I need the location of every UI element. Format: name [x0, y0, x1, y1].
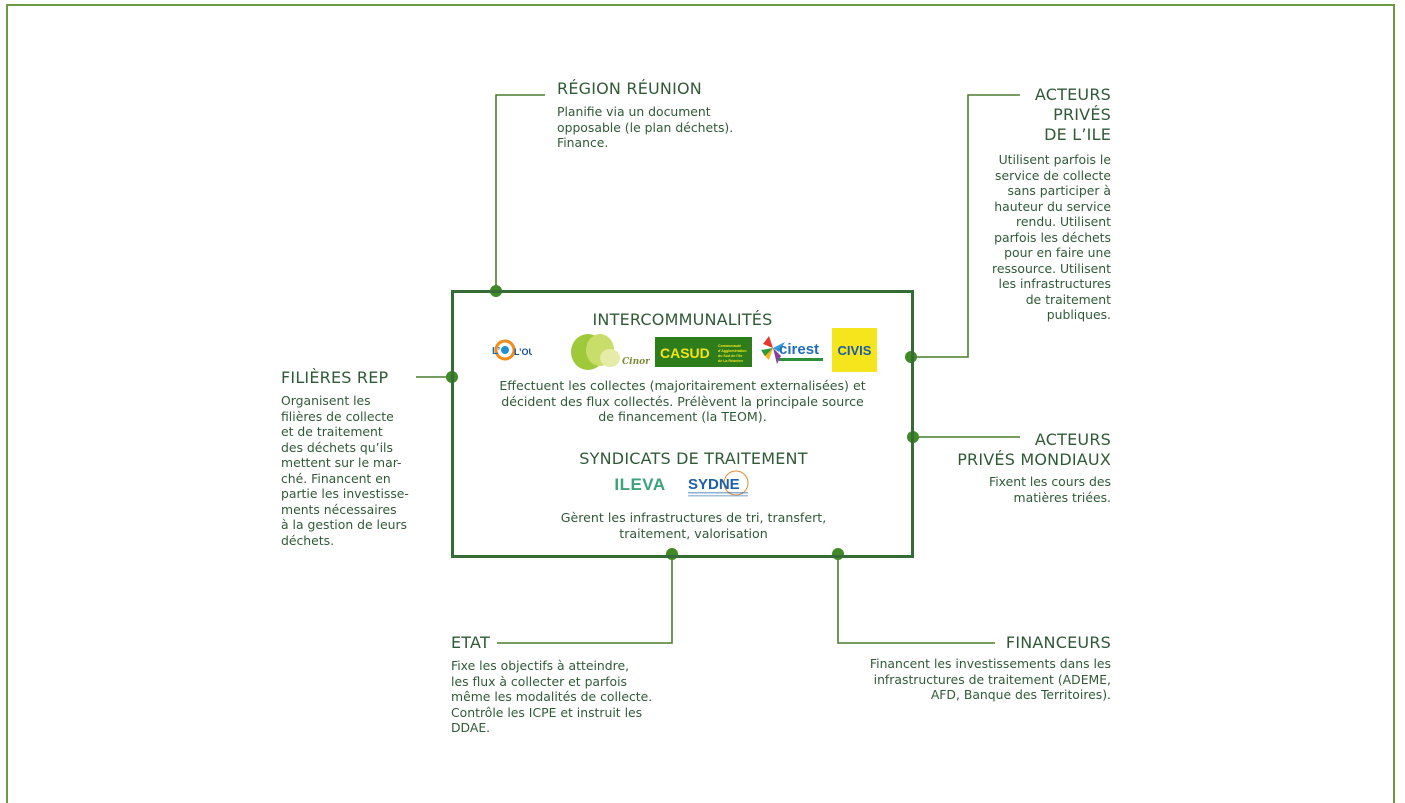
intercommunalites-line: Effectuent les collectes (majoritairemen…: [499, 378, 866, 393]
intercommunalites-title: INTERCOMMUNALITÉS: [592, 310, 773, 329]
financeurs-line: infrastructures de traitement (ADEME,: [873, 671, 1111, 687]
logo-cirest: cirest: [757, 330, 825, 372]
filieres-line: ments nécessaires: [281, 501, 397, 517]
acteurs-ile-line: parfois les déchets: [994, 229, 1111, 245]
acteurs-ile-line: service de collecte: [995, 167, 1111, 183]
etat-line: les flux à collecter et parfois: [451, 673, 627, 689]
connector-region: [495, 94, 545, 290]
logo-ouest: L’ L’OUEST: [492, 335, 532, 365]
etat-line: Fixe les objectifs à atteindre,: [451, 658, 630, 673]
financeurs-title: FINANCEURS: [1005, 633, 1111, 652]
syndicats-line: Gèrent les infrastructures de tri, trans…: [560, 510, 827, 525]
connector-financeurs: [837, 554, 995, 644]
filieres-line: déchets.: [281, 532, 335, 548]
connector-acteurs-ile: [911, 94, 1020, 358]
acteurs-ile-line: de traitement: [1025, 291, 1111, 307]
acteurs-ile-description: Utilisent parfois le service de collecte…: [940, 152, 1111, 323]
etat-line: Contrôle les ICPE et instruit les: [451, 704, 643, 720]
svg-text:de La Réunion: de La Réunion: [718, 359, 743, 363]
connector-etat: [497, 554, 673, 644]
diagram-frame: [6, 4, 1395, 803]
acteurs-ile-line: rendu. Utilisent: [1016, 214, 1111, 229]
logo-ouest-text: L’OUEST: [514, 347, 532, 357]
acteurs-ile-line: hauteur du service: [994, 198, 1111, 214]
region-line: Finance.: [557, 135, 609, 150]
region-description: Planifie via un document opposable (le p…: [557, 104, 733, 151]
acteurs-ile-line: publiques.: [1046, 307, 1111, 322]
logo-cinor: Cinor: [570, 330, 650, 372]
acteurs-ile-line: les infrastructures: [998, 276, 1112, 291]
filieres-line: à la gestion de leurs: [281, 517, 408, 532]
syndicats-description: Gèrent les infrastructures de tri, trans…: [451, 510, 936, 541]
filieres-line: et de traitement: [281, 424, 383, 439]
logo-cinor-text: Cinor: [622, 357, 650, 367]
acteurs-mondiaux-description: Fixent les cours des matières triées.: [900, 474, 1111, 505]
acteurs-ile-line: ressource. Utilisent: [992, 260, 1111, 276]
acteurs-mondiaux-line: matières triées.: [1013, 489, 1111, 505]
svg-text:d’Agglomération: d’Agglomération: [718, 349, 747, 353]
filieres-line: filières de collecte: [281, 408, 394, 424]
acteurs-mondiaux-title-line: PRIVÉS MONDIAUX: [957, 450, 1111, 469]
acteurs-ile-title-line: PRIVÉS: [1053, 105, 1111, 124]
filieres-title: FILIÈRES REP: [281, 368, 389, 387]
intercommunalites-line: de financement (la TEOM).: [598, 409, 767, 425]
logo-casud: CASUD Communauté d’Agglomération du Sud …: [655, 337, 752, 367]
filieres-description: Organisent les filières de collecte et d…: [281, 393, 409, 548]
etat-title: ETAT: [451, 633, 490, 652]
acteurs-mondiaux-title: ACTEURS PRIVÉS MONDIAUX: [900, 430, 1111, 470]
syndicats-line: traitement, valorisation: [619, 525, 768, 541]
financeurs-line: Financent les investissements dans les: [869, 656, 1111, 671]
etat-line: même les modalités de collecte.: [451, 689, 653, 704]
svg-text:Communauté: Communauté: [718, 344, 741, 348]
acteurs-ile-title: ACTEURS PRIVÉS DE L’ILE: [940, 85, 1111, 145]
region-line: Planifie via un document: [557, 104, 711, 119]
acteurs-ile-line: pour en faire une: [1004, 245, 1111, 260]
filieres-line: ché. Financent en: [281, 470, 391, 486]
logo-ileva-text: ILEVA: [614, 475, 666, 494]
filieres-line: des déchets qu’ils: [281, 439, 393, 455]
region-line: opposable (le plan déchets).: [557, 119, 734, 135]
acteurs-ile-title-line: ACTEURS: [1034, 85, 1111, 104]
filieres-line: mettent sur le mar-: [281, 455, 402, 470]
acteurs-mondiaux-line: Fixent les cours des: [988, 474, 1111, 489]
acteurs-ile-title-line: DE L’ILE: [1044, 125, 1111, 144]
etat-line: DDAE.: [451, 720, 491, 735]
etat-description: Fixe les objectifs à atteindre, les flux…: [451, 658, 652, 736]
logo-cirest-text: cirest: [779, 341, 819, 358]
intercommunalites-description: Effectuent les collectes (majoritairemen…: [451, 378, 914, 425]
logo-sydne-text: SYDNE: [688, 476, 740, 493]
acteurs-ile-line: sans participer à: [1007, 183, 1111, 198]
logo-sydne: SYDNE: [686, 470, 758, 500]
syndicats-title: SYNDICATS DE TRAITEMENT: [579, 449, 808, 468]
region-title: RÉGION RÉUNION: [557, 79, 702, 98]
svg-text:L’: L’: [492, 346, 501, 357]
logo-civis-text: CIVIS: [837, 342, 872, 358]
logo-ileva: ILEVA: [604, 472, 676, 498]
logo-casud-text: CASUD: [660, 345, 710, 361]
filieres-line: partie les investisse-: [281, 486, 409, 501]
filieres-line: Organisent les: [281, 393, 371, 408]
logo-civis: CIVIS: [832, 328, 877, 372]
intercommunalites-line: décident des flux collectés. Prélèvent l…: [501, 393, 864, 409]
acteurs-mondiaux-title-line: ACTEURS: [1034, 430, 1111, 449]
central-box: [451, 290, 914, 558]
financeurs-description: Financent les investissements dans les i…: [811, 656, 1111, 703]
financeurs-line: AFD, Banque des Territoires).: [930, 687, 1111, 702]
acteurs-ile-line: Utilisent parfois le: [998, 152, 1111, 167]
svg-text:du Sud de l’île: du Sud de l’île: [718, 354, 742, 358]
